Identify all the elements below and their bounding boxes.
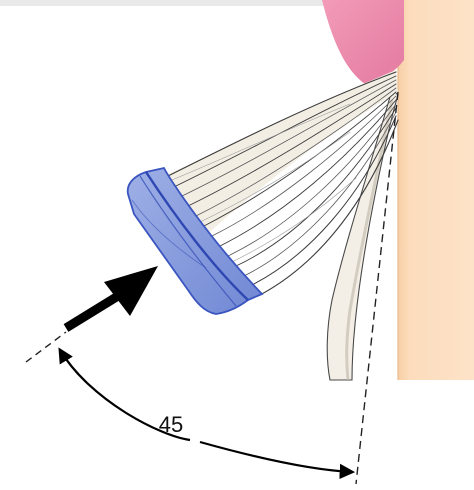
dashed-force-line (26, 332, 66, 362)
tissue-sheath (327, 90, 398, 380)
angle-arc-right (200, 442, 352, 472)
thick-arrow-icon (66, 266, 158, 328)
skin-column (398, 0, 474, 380)
pink-tissue (322, 0, 404, 84)
angle-label: 45 (146, 412, 196, 438)
